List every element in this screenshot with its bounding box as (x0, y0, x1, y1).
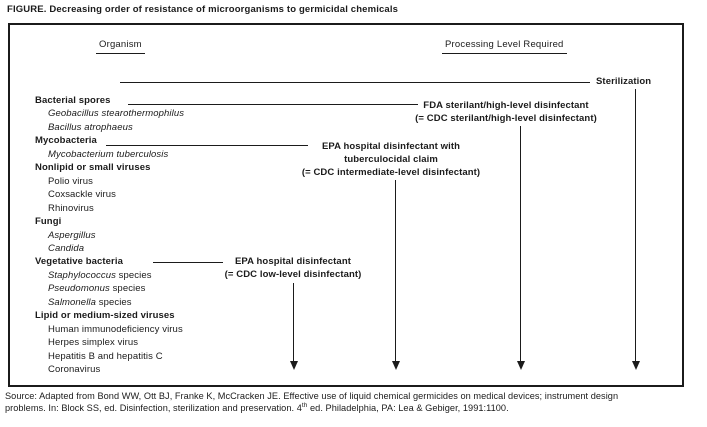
organism-label-suffix: species (115, 269, 152, 281)
organism-label: Vegetative bacteria (35, 256, 123, 268)
source-citation-superscript: th (301, 401, 308, 409)
organism-label: Mycobacterium tuberculosis (48, 148, 169, 160)
organism-row-rhinovirus: Rhinovirus (35, 202, 295, 215)
organism-row-mycobacterium: Mycobacterium tuberculosis (35, 148, 295, 161)
organism-row-hiv: Human immunodeficiency virus (35, 323, 295, 336)
figure-box: Organism Processing Level Required Steri… (8, 23, 684, 387)
organism-row-hepatitis: Hepatitis B and hepatitis C (35, 350, 295, 363)
sterilization-arrow (635, 89, 636, 362)
processing-level-low-line1: EPA hospital disinfectant (235, 256, 351, 267)
organism-label: Lipid or medium-sized viruses (35, 310, 175, 322)
processing-level-intermediate-line2: tuberculocidal claim (344, 154, 438, 165)
organism-label: Coronavirus (48, 364, 101, 376)
processing-level-low: EPA hospital disinfectant (= CDC low-lev… (210, 255, 376, 281)
organism-row-coxsackle: Coxsackle virus (35, 188, 295, 201)
organism-label-suffix: species (96, 296, 132, 308)
source-citation-line2: problems. In: Block SS, ed. Disinfection… (5, 401, 705, 415)
bacterial-spores-connector-line (128, 104, 418, 105)
organism-row-fungi: Fungi (35, 215, 295, 228)
sterilization-arrowhead-icon (632, 361, 640, 370)
organism-row-pseudomonus: Pseudomonus species (35, 282, 295, 295)
organism-row-vegetative-bacteria: Vegetative bacteria (35, 255, 295, 268)
organism-label: Coxsackle virus (48, 189, 117, 201)
source-citation-line2-pre: problems. In: Block SS, ed. Disinfection… (5, 402, 302, 413)
high-level-arrow (520, 126, 521, 362)
organism-label: Fungi (35, 216, 62, 228)
organism-row-staphylococcus: Staphylococcus species (35, 269, 295, 282)
low-level-arrowhead-icon (290, 361, 298, 370)
processing-level-intermediate-line1: EPA hospital disinfectant with (321, 141, 461, 152)
intermediate-level-arrow (395, 180, 396, 362)
organism-label: Mycobacteria (35, 135, 97, 147)
organism-label: Hepatitis B and hepatitis C (48, 350, 163, 362)
source-citation-line1: Source: Adapted from Bond WW, Ott BJ, Fr… (5, 391, 619, 401)
organism-row-bacillus: Bacillus atrophaeus (35, 121, 295, 134)
organism-label: Aspergillus (48, 229, 96, 241)
organism-row-candida: Candida (35, 242, 295, 255)
processing-level-intermediate: EPA hospital disinfectant with tuberculo… (282, 140, 500, 179)
organism-row-coronavirus: Coronavirus (35, 363, 295, 376)
organism-label: Salmonella (48, 296, 96, 308)
organism-label: Human immunodeficiency virus (48, 323, 183, 335)
high-level-arrowhead-icon (517, 361, 525, 370)
organism-column-header: Organism (96, 39, 145, 54)
sterilization-label: Sterilization (596, 76, 652, 87)
mycobacteria-connector-line (106, 145, 308, 146)
organism-label: Bacterial spores (35, 95, 111, 106)
organism-label: Candida (48, 242, 85, 254)
sterilization-connector-line (120, 82, 590, 83)
processing-level-high: FDA sterilant/high-level disinfectant (=… (383, 99, 629, 125)
organism-label: Polio virus (48, 175, 93, 187)
organism-row-aspergillus: Aspergillus (35, 229, 295, 242)
vegetative-bacteria-connector-line (153, 262, 223, 263)
organism-row-salmonella: Salmonella species (35, 296, 295, 309)
organism-label: Pseudomonus (48, 283, 110, 295)
organism-row-lipid-viruses: Lipid or medium-sized viruses (35, 309, 295, 322)
organism-label: Rhinovirus (48, 202, 94, 214)
organism-row-mycobacteria: Mycobacteria (35, 134, 295, 147)
organism-label: Staphylococcus (48, 269, 116, 281)
intermediate-level-arrowhead-icon (392, 361, 400, 370)
organism-row-polio: Polio virus (35, 175, 295, 188)
source-citation-line2-post: ed. Philadelphia, PA: Lea & Gebiger, 199… (307, 402, 509, 413)
organism-list: Bacterial spores Geobacillus stearotherm… (35, 94, 295, 377)
source-citation: Source: Adapted from Bond WW, Ott BJ, Fr… (5, 391, 705, 414)
processing-level-high-line2: (= CDC sterilant/high-level disinfectant… (415, 113, 597, 124)
figure-title: FIGURE. Decreasing order of resistance o… (7, 4, 399, 15)
processing-level-low-line2: (= CDC low-level disinfectant) (224, 269, 362, 280)
processing-level-intermediate-line3: (= CDC intermediate-level disinfectant) (301, 167, 481, 178)
organism-row-bacterial-spores: Bacterial spores (35, 94, 295, 107)
organism-row-herpes: Herpes simplex virus (35, 336, 295, 349)
organism-label-suffix: species (109, 283, 146, 295)
organism-row-geobacillus: Geobacillus stearothermophilus (35, 107, 295, 120)
organism-label: Nonlipid or small viruses (35, 162, 151, 174)
processing-level-high-line1: FDA sterilant/high-level disinfectant (423, 100, 589, 111)
low-level-arrow (293, 283, 294, 362)
organism-label: Herpes simplex virus (48, 337, 139, 349)
organism-label: Bacillus atrophaeus (48, 121, 133, 133)
processing-column-header: Processing Level Required (442, 39, 567, 54)
organism-row-nonlipid-viruses: Nonlipid or small viruses (35, 161, 295, 174)
organism-label: Geobacillus stearothermophilus (48, 108, 185, 120)
